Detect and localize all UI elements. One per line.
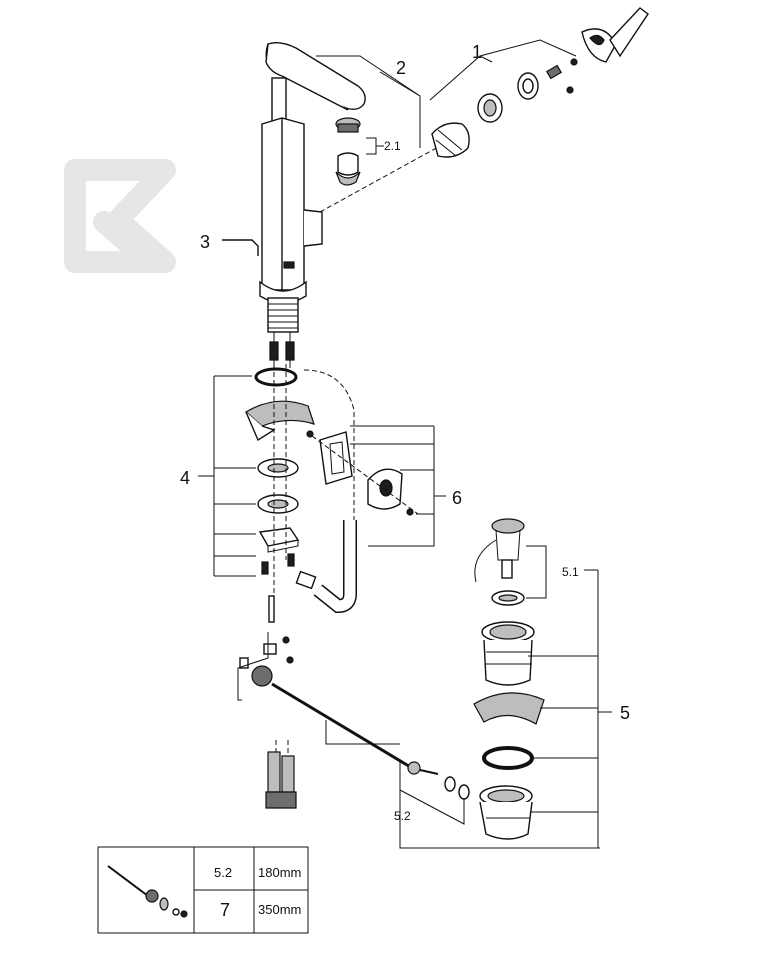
label-2-1: 2.1 bbox=[384, 139, 401, 153]
bracket-6 bbox=[350, 425, 446, 547]
label-5-2: 5.2 bbox=[394, 809, 411, 823]
small-rod bbox=[268, 595, 275, 623]
label-5-1: 5.1 bbox=[562, 565, 579, 579]
aerator-parts bbox=[335, 117, 384, 186]
label-6: 6 bbox=[452, 488, 462, 508]
table-row-1-part: 5.2 bbox=[214, 865, 232, 880]
label-3: 3 bbox=[200, 232, 210, 252]
callout-lines-top bbox=[316, 39, 577, 148]
label-4: 4 bbox=[180, 468, 190, 488]
bracket-52 bbox=[237, 632, 600, 849]
table-row-2-length: 350mm bbox=[258, 902, 301, 917]
faucet-body bbox=[259, 117, 323, 368]
lever-rod bbox=[222, 239, 259, 256]
rod-clip-set bbox=[306, 430, 414, 516]
label-5: 5 bbox=[620, 703, 630, 723]
mounting-set bbox=[244, 367, 315, 575]
label-2: 2 bbox=[396, 58, 406, 78]
table-row-1-length: 180mm bbox=[258, 865, 301, 880]
part-labels: 1 2 2.1 3 4 6 5.1 5 5.2 bbox=[180, 42, 630, 823]
bracket-5 bbox=[526, 545, 612, 848]
watermark-logo bbox=[64, 159, 176, 273]
supply-hoses bbox=[265, 751, 297, 809]
table-row-2-part: 7 bbox=[220, 900, 230, 920]
spout bbox=[265, 41, 366, 127]
waste-set bbox=[473, 518, 545, 840]
length-table: 5.2 180mm 7 350mm bbox=[97, 846, 309, 934]
flex-hose bbox=[295, 520, 357, 614]
label-1: 1 bbox=[472, 42, 482, 62]
bracket-4 bbox=[198, 375, 256, 577]
popup-linkage bbox=[239, 636, 470, 800]
cartridge-parts bbox=[431, 7, 649, 158]
